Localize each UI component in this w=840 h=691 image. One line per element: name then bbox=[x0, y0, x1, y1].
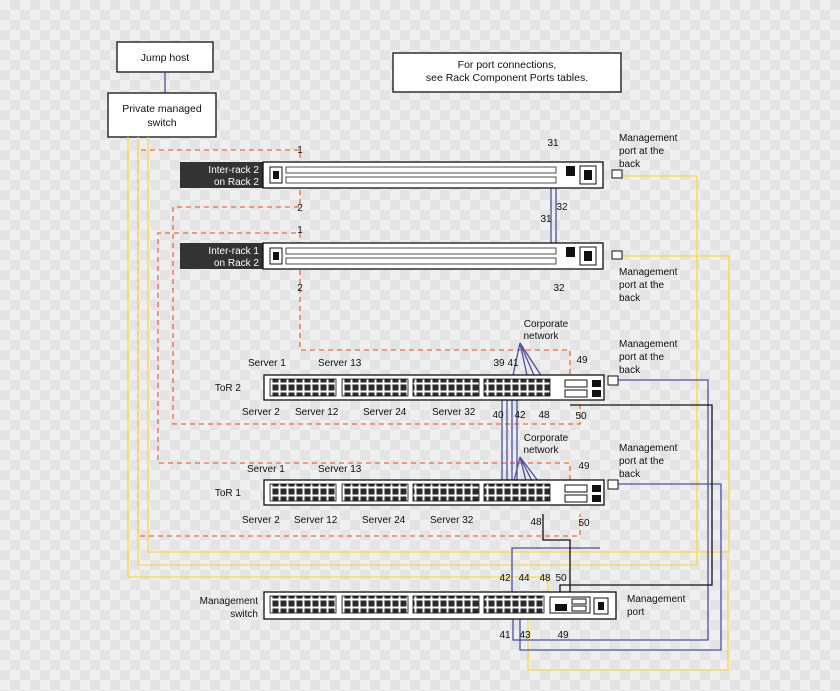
mgmt-switch-port-49-label: 49 bbox=[557, 630, 569, 641]
tor2-server1-label: Server 1 bbox=[248, 358, 286, 369]
mgmt-switch-port-43-label: 43 bbox=[519, 630, 531, 641]
inter-rack-1-port-32-label: 32 bbox=[553, 283, 565, 294]
note-line-2: see Rack Component Ports tables. bbox=[426, 72, 588, 84]
tor2-port-48-label: 48 bbox=[538, 410, 550, 421]
tor2-server24-label: Server 24 bbox=[363, 407, 407, 418]
inter-rack-1-label-2: on Rack 2 bbox=[214, 258, 259, 269]
inter-rack-1-mgmt-label-1: Management bbox=[619, 267, 678, 278]
inter-rack-1-label-1: Inter-rack 1 bbox=[208, 246, 259, 257]
tor2-label: ToR 2 bbox=[215, 383, 242, 394]
mgmt-switch-mgmt-label-1: Management bbox=[627, 594, 686, 605]
mgmt-switch-label-2: switch bbox=[230, 609, 258, 620]
tor1-port-49-label: 49 bbox=[578, 461, 590, 472]
tor1-server24-label: Server 24 bbox=[362, 515, 406, 526]
tor1-mgmt-label-2: port at the bbox=[619, 456, 664, 467]
tor2-port-50-label: 50 bbox=[575, 411, 587, 422]
inter-rack-2-port-row bbox=[285, 166, 557, 184]
tor2-server12-label: Server 12 bbox=[295, 407, 339, 418]
yellow-mgmt-links bbox=[127, 137, 730, 671]
inter-rack-2-port-1-label: 1 bbox=[297, 145, 303, 156]
inter-rack-2-label-1: Inter-rack 2 bbox=[208, 165, 259, 176]
inter-rack-1-switch: Inter-rack 1 on Rack 2 bbox=[180, 242, 604, 270]
inter-rack-2-mgmt-label-2: port at the bbox=[619, 146, 664, 157]
tor2-mgmt-label-1: Management bbox=[619, 339, 678, 350]
jump-host-box: Jump host bbox=[116, 41, 214, 73]
mgmt-switch-label-1: Management bbox=[200, 596, 259, 607]
tor1-server2-label: Server 2 bbox=[242, 515, 280, 526]
tor2-mgmt-label-2: port at the bbox=[619, 352, 664, 363]
inter-rack-2-port-31-label: 31 bbox=[547, 138, 559, 149]
mgmt-switch-port-50-label: 50 bbox=[555, 573, 567, 584]
inter-rack-1-port-1-label: 1 bbox=[297, 225, 303, 236]
inter-rack-2-port-32-label: 32 bbox=[556, 202, 568, 213]
tor1-corporate-label-2: network bbox=[523, 445, 559, 456]
note-line-1: For port connections, bbox=[458, 59, 557, 71]
orange-dashed-links bbox=[137, 149, 581, 537]
tor2-corporate-label-2: network bbox=[523, 331, 559, 342]
private-managed-switch-box: Private managed switch bbox=[107, 92, 217, 138]
black-links bbox=[542, 404, 713, 597]
private-switch-label-2: switch bbox=[147, 117, 176, 129]
tor1-server32-label: Server 32 bbox=[430, 515, 474, 526]
port-connections-note: For port connections, see Rack Component… bbox=[392, 52, 622, 93]
inter-rack-2-mgmt-label-3: back bbox=[619, 159, 641, 170]
tor2-server2-label: Server 2 bbox=[242, 407, 280, 418]
inter-rack-2-mgmt-label-1: Management bbox=[619, 133, 678, 144]
tor2-port-40-label: 40 bbox=[492, 410, 504, 421]
inter-rack-1-mgmt-label-3: back bbox=[619, 293, 641, 304]
inter-rack-2-mgmt-port-icon bbox=[611, 169, 623, 179]
inter-rack-1-mgmt-port-icon bbox=[611, 250, 623, 260]
tor2-mgmt-port-icon bbox=[607, 375, 619, 386]
tor1-server13-label: Server 13 bbox=[318, 464, 362, 475]
tor2-port-39-label: 39 bbox=[493, 358, 505, 369]
tor1-port-48-label: 48 bbox=[530, 517, 542, 528]
blue-links bbox=[501, 174, 722, 651]
tor2-switch bbox=[263, 374, 605, 401]
tor2-port-41-label: 41 bbox=[507, 358, 519, 369]
inter-rack-1-port-31-label: 31 bbox=[540, 214, 552, 225]
tor2-server13-label: Server 13 bbox=[318, 358, 362, 369]
tor2-mgmt-label-3: back bbox=[619, 365, 641, 376]
tor2-corporate-label-1: Corporate bbox=[524, 319, 569, 330]
tor1-corporate-label-1: Corporate bbox=[524, 433, 569, 444]
mgmt-switch-mgmt-label-2: port bbox=[627, 607, 644, 618]
tor2-server32-label: Server 32 bbox=[432, 407, 476, 418]
inter-rack-1-port-2-label: 2 bbox=[297, 283, 303, 294]
tor2-port-49-label: 49 bbox=[576, 355, 588, 366]
private-switch-label-1: Private managed bbox=[122, 103, 202, 115]
tor1-port-50-label: 50 bbox=[578, 518, 590, 529]
mgmt-switch-port-44-label: 44 bbox=[518, 573, 530, 584]
mgmt-switch-port-48-label: 48 bbox=[539, 573, 551, 584]
management-switch bbox=[263, 591, 617, 620]
tor1-mgmt-port-icon bbox=[607, 479, 619, 490]
tor1-server1-label: Server 1 bbox=[247, 464, 285, 475]
inter-rack-2-port-2-label: 2 bbox=[297, 203, 303, 214]
tor1-label: ToR 1 bbox=[215, 488, 242, 499]
tor2-port-42-label: 42 bbox=[514, 410, 526, 421]
mgmt-switch-port-41-label: 41 bbox=[499, 630, 511, 641]
inter-rack-1-mgmt-label-2: port at the bbox=[619, 280, 664, 291]
tor1-server12-label: Server 12 bbox=[294, 515, 338, 526]
inter-rack-2-label-2: on Rack 2 bbox=[214, 177, 259, 188]
inter-rack-2-switch: Inter-rack 2 on Rack 2 bbox=[180, 161, 604, 189]
tor1-switch bbox=[263, 479, 605, 506]
mgmt-switch-port-42-label: 42 bbox=[499, 573, 511, 584]
jump-host-label: Jump host bbox=[141, 52, 190, 64]
tor1-mgmt-label-1: Management bbox=[619, 443, 678, 454]
tor1-mgmt-label-3: back bbox=[619, 469, 641, 480]
